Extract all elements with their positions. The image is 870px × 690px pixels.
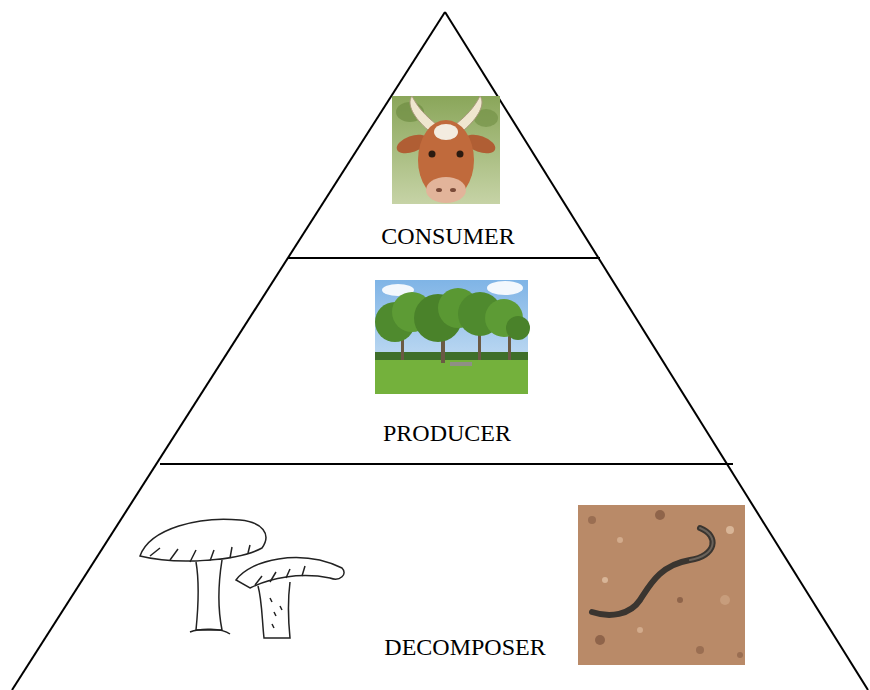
trophic-level-name: PRODUCER	[383, 420, 511, 448]
band-divider	[288, 257, 600, 259]
pyramid-band-label: DECOMPOSER	[380, 632, 549, 664]
pyramid-band-label: CONSUMER	[377, 221, 518, 253]
cow-picture	[392, 96, 500, 204]
pyramid-right-side	[445, 12, 868, 690]
band-divider	[160, 463, 733, 465]
trophic-level-name: DECOMPOSER	[384, 634, 545, 662]
trophic-level-name: CONSUMER	[381, 223, 514, 251]
pyramid-outline	[12, 12, 868, 690]
mushroom-drawing	[140, 519, 344, 638]
pyramid-band-label: PRODUCER	[379, 418, 515, 450]
trees-picture	[375, 280, 530, 394]
worm-picture	[578, 505, 745, 665]
